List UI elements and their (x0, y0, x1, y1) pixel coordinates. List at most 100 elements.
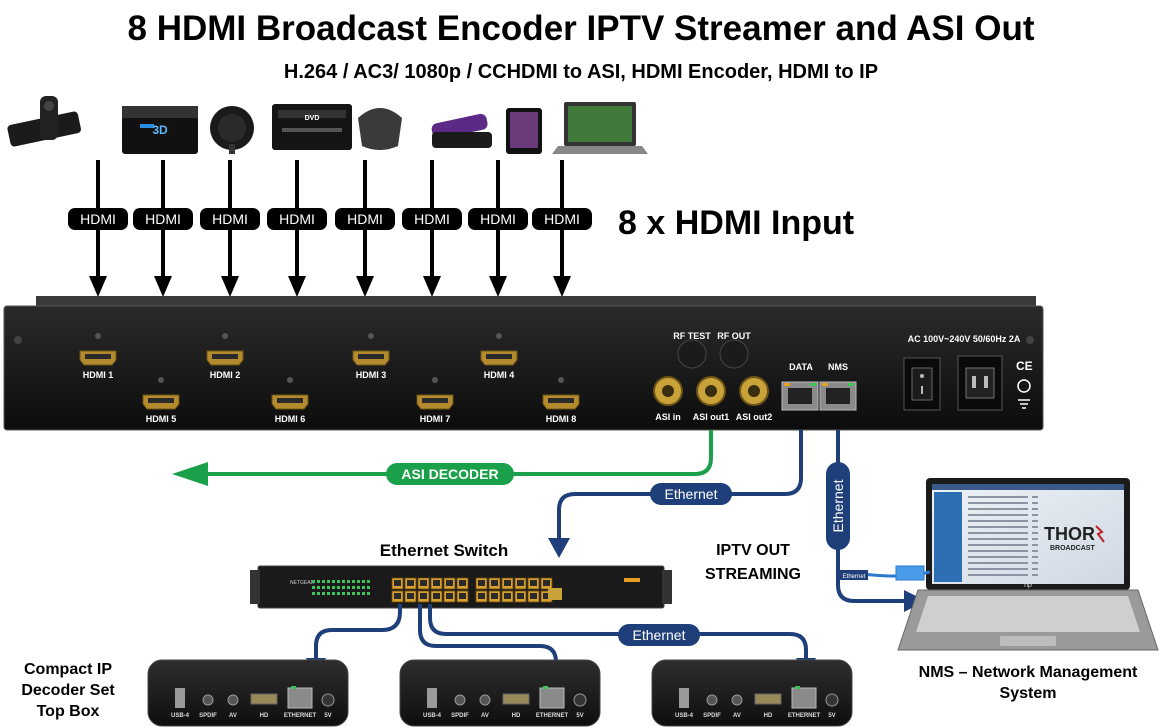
data-port-label: DATA (789, 362, 813, 372)
hdmi-arrow-label: HDMI (544, 211, 580, 227)
hdmi-port-label: HDMI 6 (275, 414, 306, 424)
stb-label-line2: Decoder Set (21, 682, 115, 699)
tablet-icon (506, 108, 542, 154)
fire-tv-stick-icon: amazon (7, 96, 81, 160)
encoder-hdmi-port[interactable]: HDMI 1 (79, 333, 117, 380)
encoder-hdmi-port[interactable]: HDMI 4 (480, 333, 518, 380)
thor-logo: THOR (1044, 524, 1095, 544)
hdmi-port-label: HDMI 4 (484, 370, 515, 380)
encoder-hdmi-port[interactable]: HDMI 5 (142, 377, 180, 424)
power-switch[interactable] (903, 357, 941, 411)
stb-port-label: AV (481, 713, 489, 719)
encoder-hdmi-port[interactable]: HDMI 6 (271, 377, 309, 424)
stb-port-label: ETHERNET (536, 713, 569, 719)
hdmi-arrow: HDMI (133, 160, 193, 297)
hdmi-arrow-label: HDMI (145, 211, 181, 227)
encoder-hdmi-port[interactable]: HDMI 3 (352, 333, 390, 380)
hdmi-arrow: HDMI (68, 160, 128, 297)
stb-port-label: ETHERNET (284, 713, 317, 719)
laptop-brand: hp (1024, 582, 1032, 589)
stb-port-label: AV (229, 713, 237, 719)
cable-tag-label: Ethernet (843, 574, 866, 580)
stb-port-label: HD (512, 713, 521, 719)
stb-port-label: SPDIF (703, 713, 721, 719)
encoder-hdmi-port[interactable]: HDMI 2 (206, 333, 244, 380)
ethernet-nms-connection: Ethernet (826, 430, 926, 612)
input-heading: 8 x HDMI Input (618, 204, 854, 242)
encoder-hdmi-port[interactable]: HDMI 8 (542, 377, 580, 424)
power-inlet-icon (957, 355, 1003, 411)
ethernet-data-connection: Ethernet (548, 430, 803, 558)
svg-text:NETGEAR: NETGEAR (290, 580, 315, 586)
bnc-asi-out2[interactable] (739, 376, 769, 406)
stb-port-label: ETHERNET (788, 713, 821, 719)
hdmi-arrow: HDMI (402, 160, 462, 297)
hdmi-port-label: HDMI 2 (210, 370, 241, 380)
device-badge: DVD (305, 115, 320, 122)
hdmi-port-label: HDMI 3 (356, 370, 387, 380)
dvd-player-icon: DVD (272, 104, 352, 150)
hdmi-port-label: HDMI 5 (146, 414, 177, 424)
rf-out-label: RF OUT (717, 331, 751, 341)
nms-label-line1: NMS – Network Management (919, 664, 1138, 681)
bnc-asi-in[interactable] (653, 376, 683, 406)
rf-test-knob[interactable] (677, 339, 707, 369)
stb-port-label: 5V (828, 713, 835, 719)
iptv-out-line2: STREAMING (705, 566, 801, 583)
stb-port-label: HD (764, 713, 773, 719)
hdmi-port-label: HDMI 8 (546, 414, 577, 424)
iptv-out-line1: IPTV OUT (716, 542, 790, 559)
stb-label-line3: Top Box (37, 703, 100, 720)
hdmi-arrow-label: HDMI (480, 211, 516, 227)
asi-out2-label: ASI out2 (736, 412, 773, 422)
hdmi-arrow-label: HDMI (212, 211, 248, 227)
rf-out-knob[interactable] (719, 339, 749, 369)
rj45-data-port[interactable] (781, 381, 819, 411)
switch-label: Ethernet Switch (380, 541, 508, 560)
roku-stick-icon: ROKU TV (431, 113, 492, 164)
stb-port-label: USB-4 (423, 713, 442, 719)
stb-port-label: SPDIF (451, 713, 469, 719)
stb-port-label: HD (260, 713, 269, 719)
hdmi-arrow: HDMI (532, 160, 592, 297)
svg-text:CE: CE (1016, 359, 1033, 373)
rf-test-label: RF TEST (673, 331, 711, 341)
rj45-nms-port[interactable] (819, 381, 857, 411)
laptop-ethernet-cable: Ethernet (840, 565, 931, 581)
asi-decoder-connection: ASI DECODER (172, 430, 713, 486)
hdmi-arrow-label: HDMI (279, 211, 315, 227)
bluray-player-icon: 3D (122, 106, 198, 154)
ethernet-switch: NETGEAR (250, 565, 672, 609)
asi-in-label: ASI in (655, 412, 681, 422)
source-devices: amazon 3D DVD ROKU TV (7, 96, 648, 164)
hdmi-arrow-label: HDMI (80, 211, 116, 227)
device-badge: amazon (31, 153, 57, 160)
stb-label-line1: Compact IP (24, 661, 112, 678)
stb-port-label: SPDIF (199, 713, 217, 719)
hdmi-arrow: HDMI (335, 160, 395, 297)
page-subtitle: H.264 / AC3/ 1080p / CCHDMI to ASI, HDMI… (284, 61, 878, 83)
stb-port-label: USB-4 (171, 713, 190, 719)
hdmi-arrow-label: HDMI (414, 211, 450, 227)
encoder-hdmi-port[interactable]: HDMI 7 (416, 377, 454, 424)
asi-decoder-label: ASI DECODER (401, 466, 498, 482)
hdmi-arrow-label: HDMI (347, 211, 383, 227)
nms-port-label: NMS (828, 362, 848, 372)
hdmi-port-label: HDMI 1 (83, 370, 114, 380)
bnc-asi-out1[interactable] (696, 376, 726, 406)
chromecast-icon (210, 106, 254, 154)
hdmi-arrow: HDMI (468, 160, 528, 297)
device-badge: ROKU TV (446, 157, 478, 164)
hdmi-arrow: HDMI (267, 160, 327, 297)
switch-to-stb-connections (314, 604, 808, 666)
ethernet-label-data: Ethernet (665, 486, 718, 502)
stb-port-label: 5V (324, 713, 331, 719)
asi-out1-label: ASI out1 (693, 412, 730, 422)
hdmi-arrows: HDMI HDMI HDMI HDMI HDMI HDMI HDMI HDMI (68, 160, 592, 297)
thor-logo-sub: BROADCAST (1050, 545, 1095, 552)
stb-port-label: AV (733, 713, 741, 719)
